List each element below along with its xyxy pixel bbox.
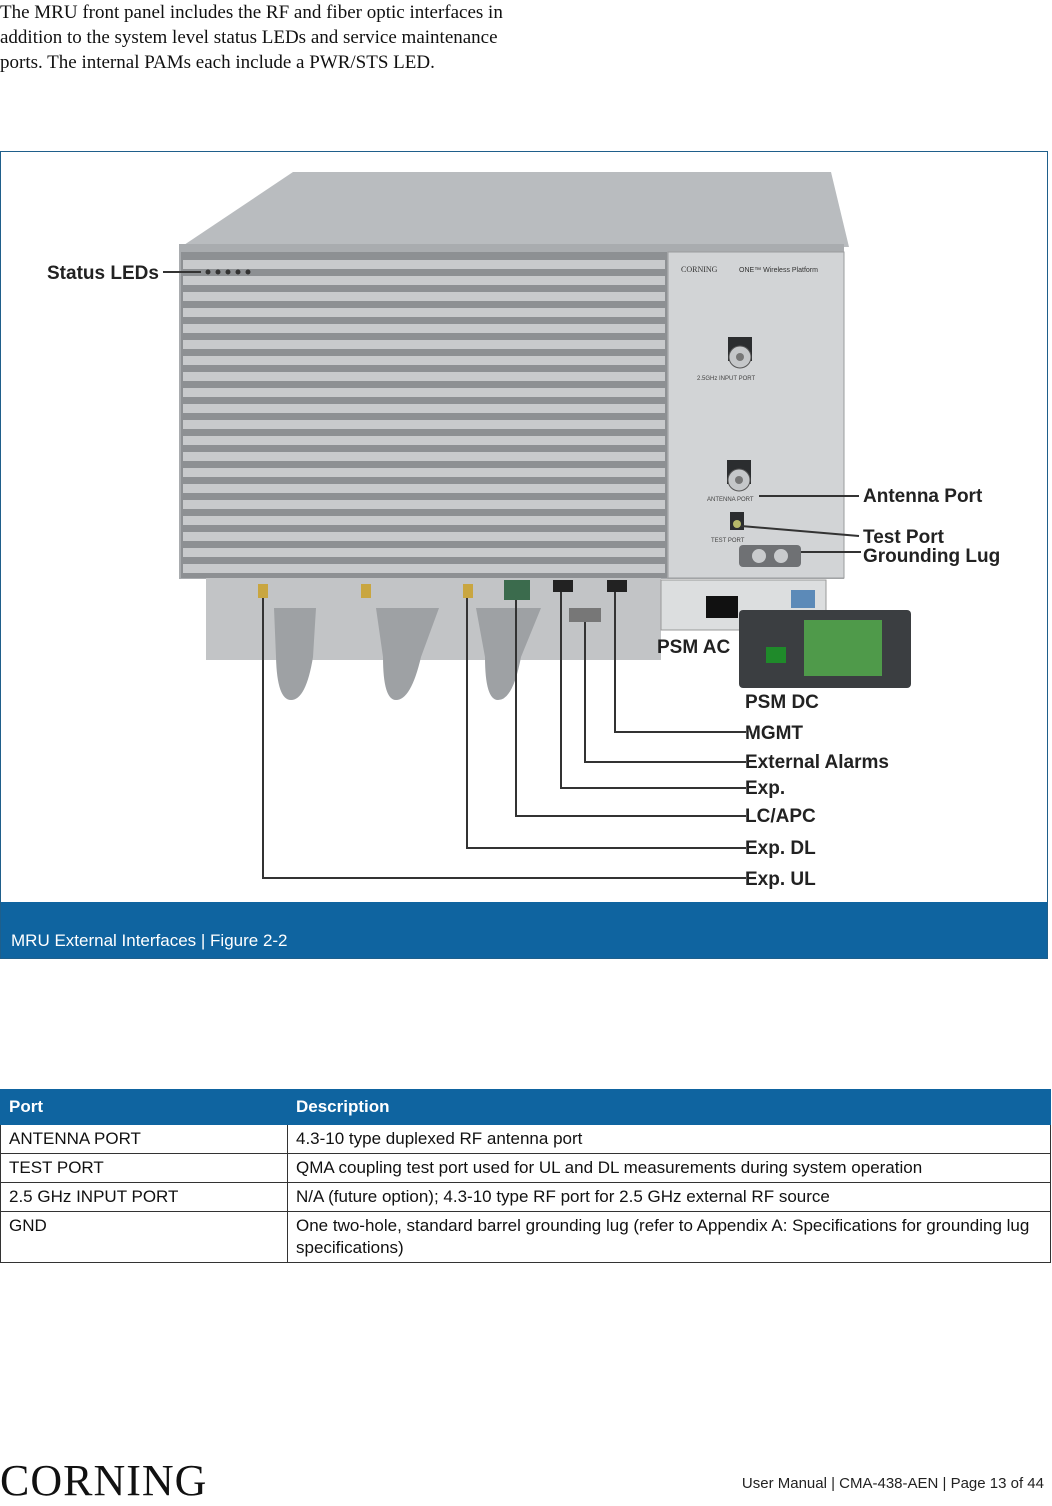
port-cell: TEST PORT <box>0 1153 288 1183</box>
foot-right <box>476 608 541 700</box>
vent-slat <box>183 420 665 429</box>
table-row: 2.5 GHz INPUT PORT N/A (future option); … <box>0 1182 1051 1212</box>
callout-antenna-port: Antenna Port <box>863 486 983 507</box>
header-description: Description <box>287 1089 1051 1125</box>
mru-device-illustration: CORNING ONE™ Wireless Platform 2.5GHz IN… <box>47 172 1000 890</box>
vent-slat <box>183 340 665 349</box>
foot-middle <box>376 608 439 700</box>
table-row: TEST PORT QMA coupling test port used fo… <box>0 1153 1051 1183</box>
vent-grille <box>181 252 667 578</box>
description-cell: N/A (future option); 4.3-10 type RF port… <box>287 1182 1051 1212</box>
port-cell: 2.5 GHz INPUT PORT <box>0 1182 288 1212</box>
vent-slat <box>183 388 665 397</box>
vent-slat <box>183 404 665 413</box>
vent-slat <box>183 324 665 333</box>
chassis-top <box>181 172 849 247</box>
mgmt-port <box>607 580 627 592</box>
page-footer: User Manual | CMA-438-AEN | Page 13 of 4… <box>741 1475 1044 1492</box>
panel-brand-label: CORNING <box>681 265 718 274</box>
table-header-row: Port Description <box>0 1089 1051 1125</box>
vent-slat <box>183 516 665 525</box>
vent-slat <box>183 292 665 301</box>
antenna-port-connector: ANTENNA PORT <box>707 460 754 503</box>
callout-exp: Exp. <box>745 778 785 799</box>
callout-leader-lines <box>163 271 861 879</box>
vent-slat <box>183 532 665 541</box>
callout-external-alarms: External Alarms <box>745 752 889 773</box>
status-led-strip <box>205 269 251 275</box>
vent-slat <box>183 308 665 317</box>
test-port-device-label: TEST PORT <box>711 538 745 544</box>
header-port: Port <box>0 1089 288 1125</box>
vent-slat <box>183 468 665 477</box>
exp-connector-2 <box>361 584 371 598</box>
vent-slat <box>183 500 665 509</box>
vent-slat <box>183 548 665 557</box>
input-port-connector: 2.5GHz INPUT PORT <box>697 337 755 382</box>
exp-dl-connector <box>463 584 473 598</box>
psm-dc-module <box>739 610 911 688</box>
vent-slat <box>183 436 665 445</box>
callout-lc-apc: LC/APC <box>745 806 816 827</box>
table-row: GND One two-hole, standard barrel ground… <box>0 1211 1051 1263</box>
vent-slat <box>183 452 665 461</box>
exp-ul-connector <box>258 584 268 598</box>
description-cell: QMA coupling test port used for UL and D… <box>287 1153 1051 1183</box>
callout-status-leds: Status LEDs <box>47 263 159 284</box>
grounding-lug <box>739 545 801 567</box>
callout-psm-dc: PSM DC <box>745 692 819 713</box>
external-alarms-port <box>569 608 601 622</box>
port-cell: GND <box>0 1211 288 1263</box>
table-row: ANTENNA PORT 4.3-10 type duplexed RF ant… <box>0 1124 1051 1154</box>
vent-slat <box>183 372 665 381</box>
foot-left <box>274 608 316 700</box>
input-port-device-label: 2.5GHz INPUT PORT <box>697 376 755 382</box>
port-description-table: Port Description ANTENNA PORT 4.3-10 typ… <box>0 1089 1051 1263</box>
exp-port <box>553 580 573 592</box>
callout-exp-dl: Exp. DL <box>745 838 816 859</box>
panel-platform-label: ONE™ Wireless Platform <box>739 267 818 274</box>
vent-slat <box>183 260 665 269</box>
figure-mru-external-interfaces: CORNING ONE™ Wireless Platform 2.5GHz IN… <box>0 151 1048 959</box>
corning-logo: CORNING <box>0 1456 208 1505</box>
callout-mgmt: MGMT <box>745 723 803 744</box>
vent-slat <box>183 276 665 285</box>
antenna-port-device-label: ANTENNA PORT <box>707 497 754 503</box>
vent-slat <box>183 564 665 573</box>
callout-exp-ul: Exp. UL <box>745 869 816 890</box>
vent-slat <box>183 484 665 493</box>
vent-slat <box>183 356 665 365</box>
rf-panel <box>667 251 845 579</box>
test-port-connector: TEST PORT <box>711 512 745 544</box>
figure-caption: MRU External Interfaces | Figure 2-2 <box>1 902 1047 958</box>
description-cell: 4.3-10 type duplexed RF antenna port <box>287 1124 1051 1154</box>
callout-psm-ac: PSM AC <box>657 637 730 658</box>
port-cell: ANTENNA PORT <box>0 1124 288 1154</box>
callout-grounding-lug: Grounding Lug <box>863 546 1000 567</box>
lc-apc-connector <box>504 580 530 600</box>
callout-test-port: Test Port <box>863 527 945 548</box>
description-cell: One two-hole, standard barrel grounding … <box>287 1211 1051 1263</box>
intro-paragraph: The MRU front panel includes the RF and … <box>0 2 503 73</box>
